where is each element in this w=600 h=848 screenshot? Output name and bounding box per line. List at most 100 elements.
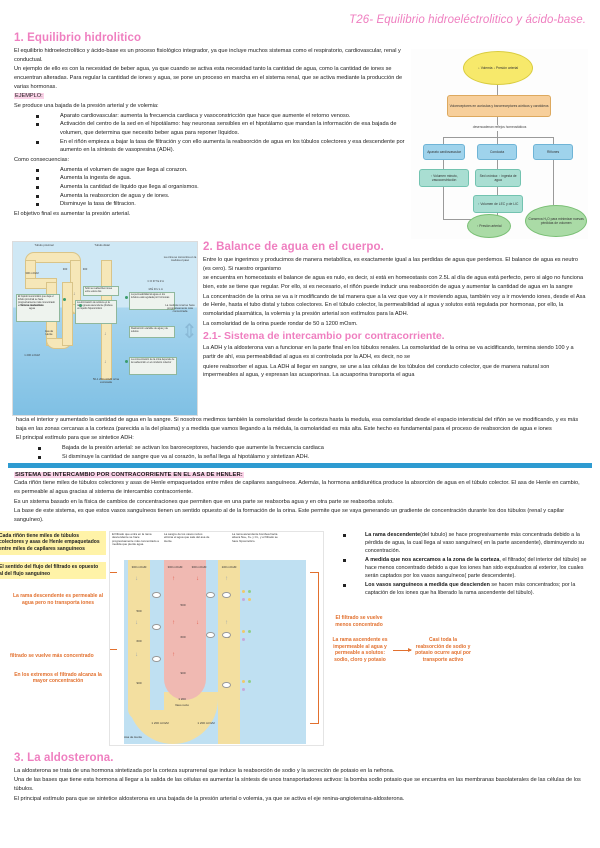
henle-caption-1: El filtrado que entra en la rama descend… (112, 531, 159, 547)
s2-p8: El principal estímulo para que se sintet… (16, 435, 134, 442)
section-3-heading: 3. La aldosterona. (14, 751, 114, 764)
s1-ejemplo-label: EJEMPLO: (14, 93, 44, 100)
nephron-callout-3: Sólo se reabsorben iones entre estos dos (83, 286, 119, 296)
contracorriente-block: SISTEMA DE INTERCAMBIO POR CONTRACORRIEN… (8, 472, 592, 524)
list-item: Los vasos sanguíneos a medida que descie… (331, 581, 590, 597)
s2-p5: La ADH y la aldosterona van a funcionar … (203, 345, 574, 360)
list-item: A medida que nos acercamos a la zona de … (331, 556, 590, 580)
s3-p3: El principal estímulo para que se sintet… (14, 795, 405, 802)
henle-osm-top-2: 300 mOsM (167, 564, 183, 569)
nephron-marker-icon (79, 304, 82, 307)
flow-connector (443, 137, 445, 144)
orange-note-concentrado: filtrado se vuelve más concentrado (10, 652, 94, 659)
flow-node-sed: Sed crónica: ↑ ingesta de agua (475, 169, 522, 187)
s1-p4: El objetivo final es aumentar la presión… (14, 210, 131, 217)
nephron-label-excreted: 50-1 200 mOsM orina excretada (93, 378, 119, 385)
flow-node-rinones: Riñones (533, 144, 574, 160)
orange-note-ascendente: La rama ascendente es impermeable al agu… (332, 636, 388, 664)
henle-bottom-right: 1 200 mOsM (197, 720, 215, 725)
flow-node-receptores: Voloreceptores en aurículas y barorrecep… (447, 95, 552, 117)
flow-node-cardiovascular: Aparato cardiovascular (423, 144, 466, 160)
document-title: T26- Equilibrio hidroeléctrolitico y áci… (349, 14, 586, 26)
yellow-note-2: El sentido del flujo del filtrado es opu… (0, 561, 106, 580)
henle-osm-500-l: 500 (136, 608, 142, 613)
section-2-text: 2. Balance de agua en el cuerpo. Entre l… (203, 241, 588, 381)
orange-arrow-icon (393, 647, 412, 652)
orange-note-menos-conc: El filtrado se vuelve menos concentrado (335, 615, 383, 629)
section-divider-band (8, 463, 592, 469)
s1-p2: Un ejemplo de ello es con la necesidad d… (14, 66, 403, 90)
flow-connector (497, 131, 499, 137)
section-2-1-heading: 2.1- Sistema de intercambio por contraco… (203, 330, 445, 343)
henle-water-cell (152, 623, 161, 631)
s1-consec-label: Como consecuencias: (14, 156, 70, 163)
s2-p3: La concentración de la orina se va a ir … (203, 293, 586, 317)
section-3: 3. La aldosterona. La aldosterona se tra… (8, 746, 592, 804)
henle-ion-icon (248, 679, 252, 683)
nephron-value-300b: 300 (82, 268, 88, 271)
list-item: Aumenta la reabsorcion de agua y de ione… (14, 192, 407, 201)
henle-osm-top-3: 300 mOsM (191, 564, 207, 569)
henle-descending-limb (128, 559, 150, 720)
henle-right-notes: La rama descendente(del tubulo) se hace … (327, 531, 590, 664)
list-item: En el riñón empieza a bajar la tasa de f… (14, 138, 407, 155)
nephron-callout-5: Reabsorción variable de agua y de soluto… (129, 326, 175, 338)
nephron-osm-bottom: 1 200 mOsM (24, 354, 40, 357)
henle-ion-cell (222, 591, 231, 599)
section-1-heading: 1. Equilibrio hidrolitico (14, 32, 142, 44)
nephron-value-300a: 300 (62, 268, 68, 271)
s1-bullets-2: Aumenta el volumen de sagre que llega al… (14, 166, 407, 209)
henle-osm-1200-m: 1 200 (178, 696, 186, 701)
henle-osm-600-l: 600 (136, 638, 142, 643)
flow-connector (553, 160, 555, 205)
flow-connector (443, 137, 554, 138)
s2-p7: hacia el interior y aumentado la cantida… (16, 417, 579, 432)
nephron-marker-icon (63, 298, 66, 301)
henle-ion-icon (242, 589, 246, 593)
nephron-callout-4: La permeabilidad al agua en los tubulos … (129, 292, 175, 310)
flow-connector (497, 187, 499, 195)
s2-p6: quiere reabsorber el agua. La ADH al lle… (203, 363, 550, 379)
henle-vasa-recta (164, 559, 206, 700)
nephron-marker-icon (125, 296, 128, 299)
section-1: 1. Equilibrio hidrolitico El equilibrio … (8, 32, 592, 239)
flow-node-volumen-minuto: ↑ Volumen minuto, vasoconstricción (419, 169, 470, 187)
henle-bottom-left: 1 200 mOsM (151, 720, 169, 725)
s2-p2: se encuentra en homeostasis el balance d… (203, 275, 584, 290)
henle-label-vaso: Vaso recto (174, 702, 190, 707)
flow-connector (443, 160, 445, 169)
s1-p1: El equilibrio hidroelectrolítico y ácido… (14, 48, 401, 63)
list-item: Bajada de la presión arterial: se activa… (16, 444, 584, 453)
henle-loop-diagram: El filtrado que entra en la rama descend… (109, 530, 324, 746)
s1-p3: Se produce una bajada de la presión arte… (14, 102, 159, 109)
nephron-left-label-2: Sólo se reabsorben agua (20, 304, 44, 311)
nephron-diagram: Tubulo proximal Tubulo distal CORTEZA MÉ… (12, 241, 198, 416)
s1-bullets-1: Aparato cardiovascular: aumenta la frecu… (14, 112, 407, 155)
sys-p2: Es un sistema basado en la física de cam… (14, 498, 394, 505)
nephron-right-label-2: La médula renal se hace progresivamente … (165, 304, 195, 314)
flow-node-volemia: ↓ Volemia ↓ Presión arterial (463, 51, 534, 85)
nephron-osm-left: 300 mOsM (25, 272, 39, 275)
henle-caption-2: La sangre de los vasos rectos elimina el… (164, 531, 210, 543)
henle-osm-500-m: 500 (180, 602, 186, 607)
henle-water-cell (206, 591, 215, 599)
flow-node-volumen-lec: ↑ Volumen de LEC y de LIC (473, 195, 524, 213)
nephron-ascending-thin (62, 282, 73, 346)
flow-connector (553, 137, 555, 144)
flow-connector (443, 187, 445, 219)
nephron-label-proximal: Tubulo proximal (34, 244, 54, 247)
henle-osm-900-m: 900 (180, 670, 186, 675)
henle-bracket-left (110, 571, 117, 650)
flow-connector (443, 219, 482, 220)
nephron-label-cortex: CORTEZA (147, 280, 165, 283)
henle-ion-icon (248, 589, 252, 593)
henle-bracket-right (310, 571, 319, 724)
list-item: Si disminuye la cantidad de sangre que v… (16, 453, 584, 462)
homeostasis-flowchart: ↓ Volemia ↓ Presión arterial Volorecepto… (411, 49, 588, 239)
henle-water-cell (206, 631, 215, 639)
yellow-note-1: Cada riñón tiene miles de túbulos colect… (0, 530, 106, 555)
henle-ion-icon (242, 687, 246, 691)
henle-ion-icon (242, 629, 246, 633)
nephron-right-label-1: La orina se concentra en la medula el pa… (163, 256, 197, 263)
